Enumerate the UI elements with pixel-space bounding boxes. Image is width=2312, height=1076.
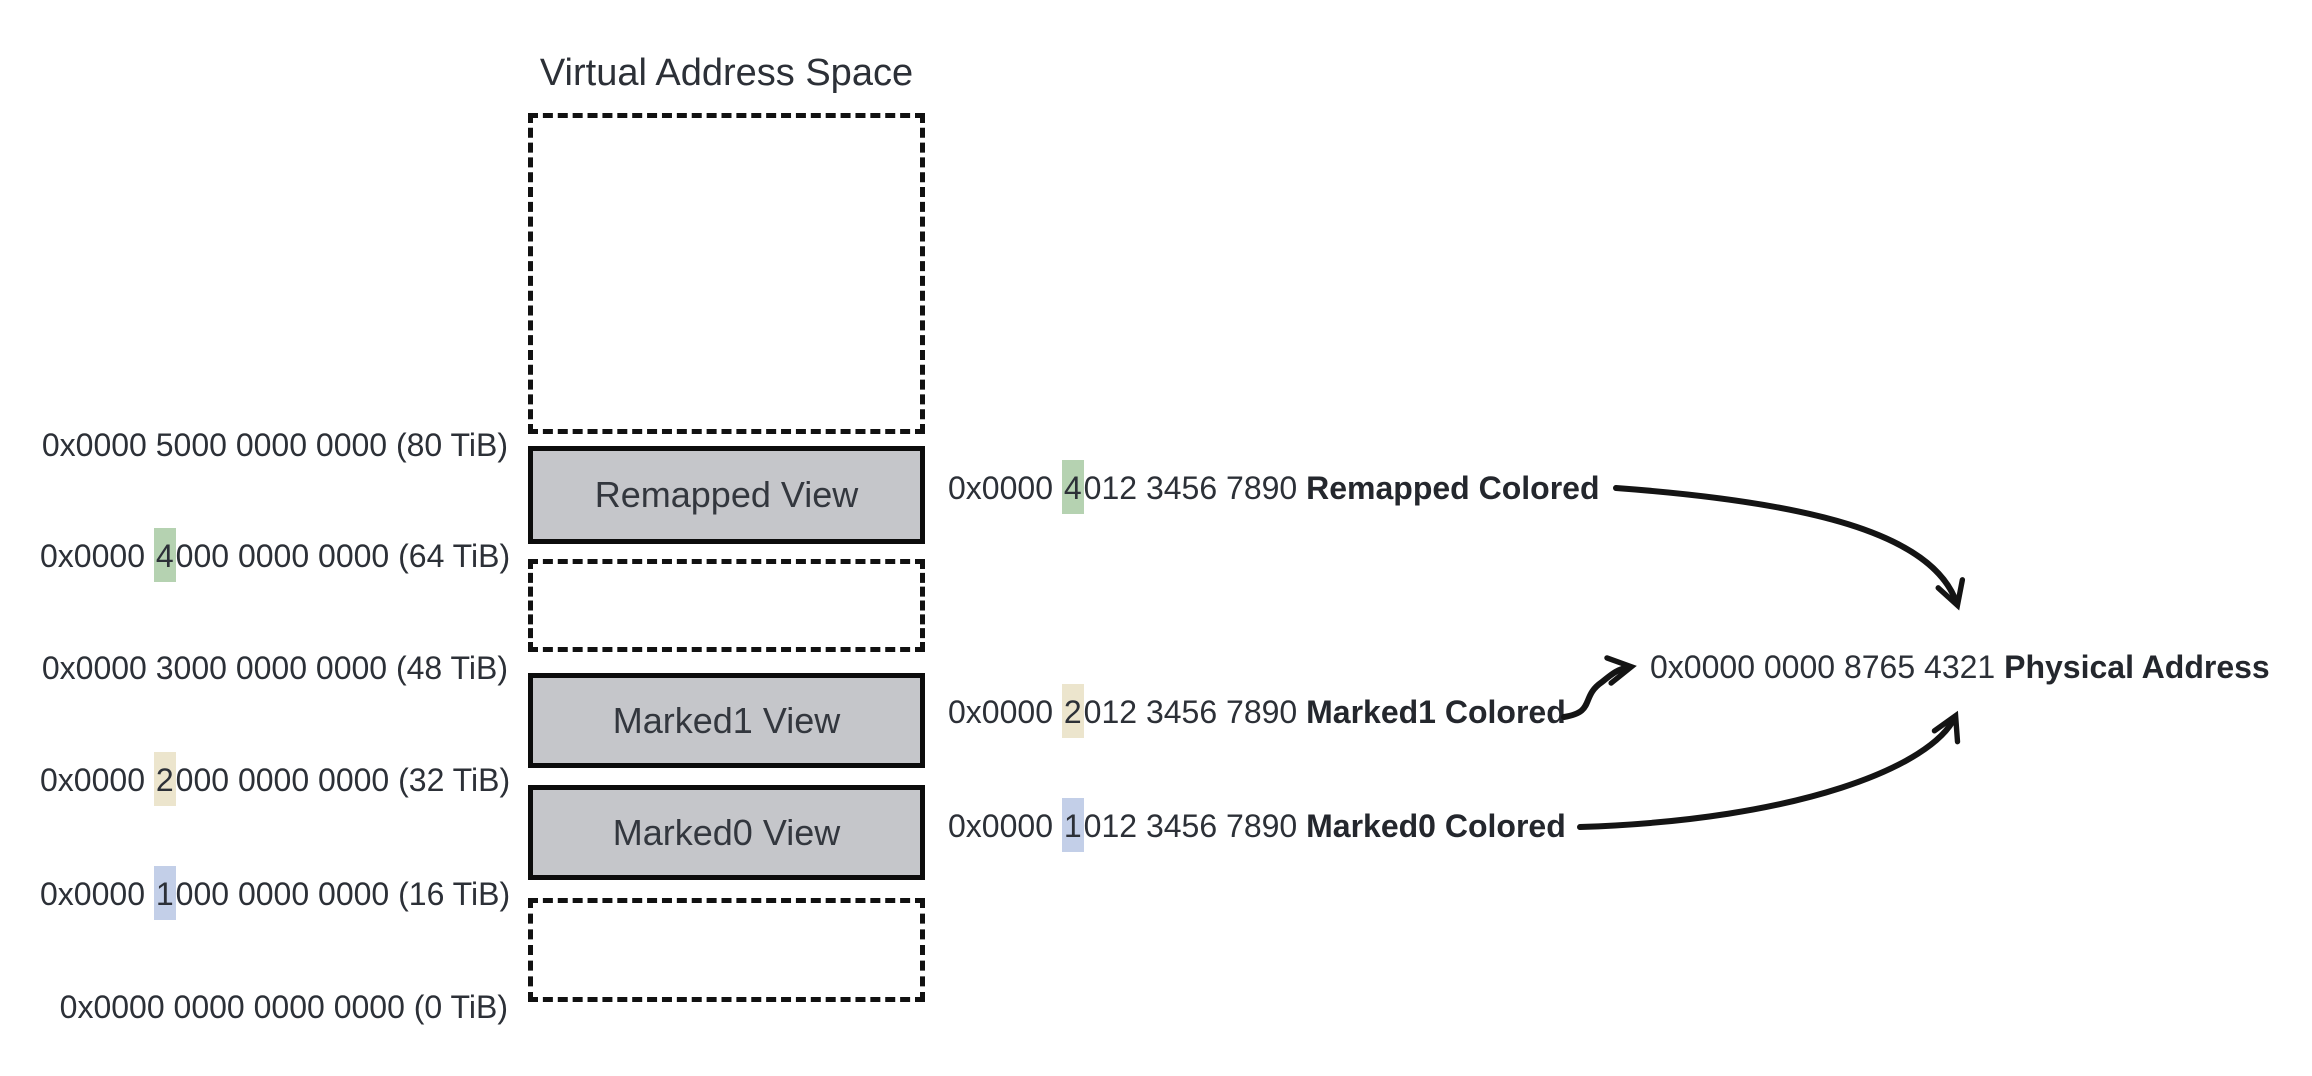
marked1-to-physical-arrow — [1561, 655, 1637, 720]
unmapped-region-top — [528, 113, 925, 434]
remapped-view-label: Remapped View — [594, 474, 859, 515]
highlight-digit-green: 4 — [153, 528, 176, 582]
remapped-colored-address: 0x0000 4012 3456 7890 Remapped Colored — [948, 460, 1600, 514]
marked0-view-label: Marked0 View — [612, 811, 841, 853]
physical-address-label: Physical Address — [2004, 649, 2270, 685]
marked1-colored-address: 0x0000 2012 3456 7890 Marked1 Colored — [948, 684, 1566, 738]
marked1-view-box: Marked1 View — [528, 673, 925, 768]
marked0-view-box: Marked0 View — [528, 785, 925, 880]
physical-address-row: 0x0000 0000 8765 4321 Physical Address — [1650, 649, 2270, 685]
unmapped-region-middle — [528, 559, 925, 652]
scale-label-16tib: 0x0000 1000 0000 0000 (16 TiB) — [40, 866, 510, 920]
marked1-colored-label: Marked1 Colored — [1306, 694, 1566, 730]
diagram-title: Virtual Address Space — [539, 52, 914, 94]
highlight-digit-wheat: 2 — [153, 752, 176, 806]
remapped-view-box: Remapped View — [528, 446, 925, 544]
marked0-colored-address: 0x0000 1012 3456 7890 Marked0 Colored — [948, 798, 1566, 852]
marked0-to-physical-arrow — [1577, 710, 1961, 830]
remapped-colored-label: Remapped Colored — [1306, 470, 1600, 506]
highlight-digit-blue: 1 — [1061, 798, 1084, 852]
highlight-digit-wheat: 2 — [1061, 684, 1084, 738]
highlight-digit-green: 4 — [1061, 460, 1084, 514]
scale-label-0tib: 0x0000 0000 0000 0000 (0 TiB) — [59, 989, 508, 1025]
scale-label-80tib: 0x0000 5000 0000 0000 (80 TiB) — [41, 427, 508, 463]
remapped-to-physical-arrow — [1613, 485, 1966, 611]
scale-label-64tib: 0x0000 4000 0000 0000 (64 TiB) — [40, 528, 510, 582]
unmapped-region-bottom — [528, 898, 925, 1002]
scale-label-48tib: 0x0000 3000 0000 0000 (48 TiB) — [41, 650, 508, 686]
marked0-colored-label: Marked0 Colored — [1306, 808, 1566, 844]
marked1-view-label: Marked1 View — [612, 699, 841, 741]
scale-label-32tib: 0x0000 2000 0000 0000 (32 TiB) — [40, 752, 510, 806]
highlight-digit-blue: 1 — [153, 866, 176, 920]
